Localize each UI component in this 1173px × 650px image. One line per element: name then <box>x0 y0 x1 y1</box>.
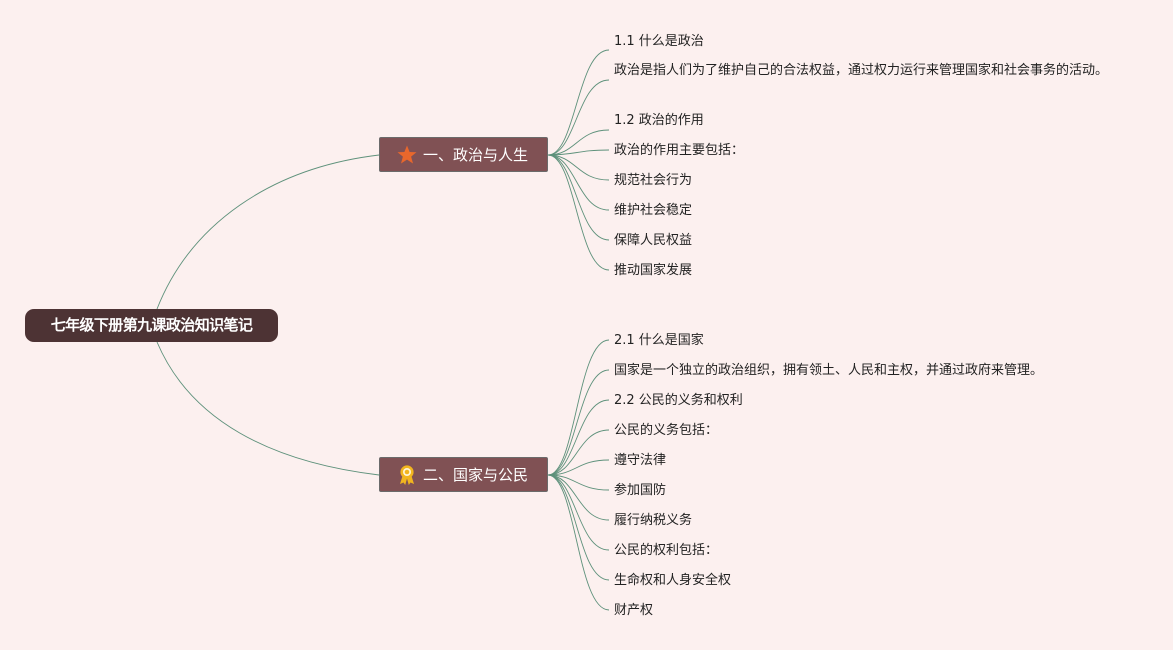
leaf-topic[interactable]: 规范社会行为 <box>614 173 693 188</box>
branch-to-leaf-connector <box>547 474 610 581</box>
award-ribbon-icon <box>396 464 418 486</box>
branch-to-leaf-connector <box>547 369 610 476</box>
branch-to-leaf-connector <box>547 474 610 521</box>
branch-to-leaf-connector <box>547 49 610 156</box>
branch-to-leaf-connector <box>547 339 610 476</box>
leaf-topic[interactable]: 维护社会稳定 <box>614 203 693 218</box>
leaf-topic[interactable]: 公民的权利包括： <box>614 543 719 558</box>
leaf-topic[interactable]: 政治的作用主要包括： <box>614 143 745 158</box>
branch-to-leaf-connector <box>547 474 610 491</box>
leaf-topic[interactable]: 公民的义务包括： <box>614 423 719 438</box>
branch-to-leaf-connector <box>547 429 610 476</box>
root-topic[interactable]: 七年级下册第九课政治知识笔记 <box>25 309 278 342</box>
leaf-topic[interactable]: 参加国防 <box>614 483 667 498</box>
leaf-topic[interactable]: 2.1 什么是国家 <box>614 333 704 348</box>
branch-topic-state-and-citizen[interactable]: 二、国家与公民 <box>379 457 548 492</box>
root-to-branch-connector <box>156 341 380 476</box>
leaf-topic[interactable]: 1.2 政治的作用 <box>614 113 704 128</box>
branch-label: 一、政治与人生 <box>423 146 529 164</box>
leaf-topic[interactable]: 生命权和人身安全权 <box>614 573 732 588</box>
leaf-topic[interactable]: 财产权 <box>614 603 654 618</box>
leaf-topic[interactable]: 保障人民权益 <box>614 233 693 248</box>
branch-topic-politics-and-life[interactable]: 一、政治与人生 <box>379 137 548 172</box>
leaf-topic[interactable]: 遵守法律 <box>614 453 667 468</box>
leaf-topic[interactable]: 国家是一个独立的政治组织，拥有领土、人民和主权，并通过政府来管理。 <box>614 363 1044 378</box>
root-to-branch-connector <box>156 154 380 310</box>
branch-to-leaf-connector <box>547 474 610 551</box>
branch-to-leaf-connector <box>547 154 610 271</box>
branch-to-leaf-connector <box>547 399 610 476</box>
leaf-topic[interactable]: 履行纳税义务 <box>614 513 693 528</box>
branch-to-leaf-connector <box>547 129 610 156</box>
branch-label: 二、国家与公民 <box>423 466 529 484</box>
leaf-topic[interactable]: 推动国家发展 <box>614 263 693 278</box>
branch-to-leaf-connector <box>547 79 610 156</box>
star-icon <box>396 144 418 166</box>
branch-to-leaf-connector <box>547 154 610 211</box>
leaf-topic[interactable]: 政治是指人们为了维护自己的合法权益，通过权力运行来管理国家和社会事务的活动。 <box>614 63 1109 78</box>
branch-to-leaf-connector <box>547 474 610 611</box>
branch-to-leaf-connector <box>547 154 610 241</box>
leaf-topic[interactable]: 1.1 什么是政治 <box>614 34 704 49</box>
leaf-topic[interactable]: 2.2 公民的义务和权利 <box>614 393 743 408</box>
branch-to-leaf-connector <box>547 154 610 181</box>
branch-to-leaf-connector <box>547 149 610 156</box>
branch-to-leaf-connector <box>547 459 610 476</box>
